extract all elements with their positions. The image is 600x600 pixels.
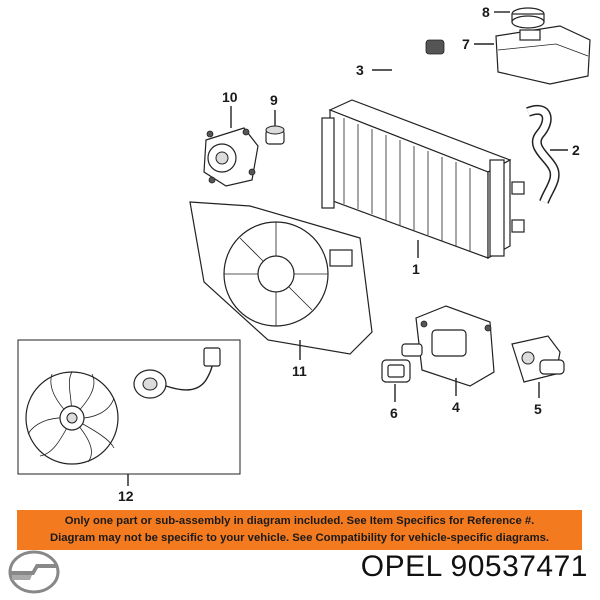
- upper-hose-part: [377, 39, 445, 111]
- disclaimer-line-1: Only one part or sub-assembly in diagram…: [64, 515, 535, 527]
- radiator-part: [321, 99, 525, 260]
- reservoir-cap-part: [511, 7, 545, 29]
- callout-4: 4: [452, 399, 460, 415]
- callout-9: 9: [270, 92, 278, 108]
- part-number-title: OPEL 90537471: [360, 550, 588, 583]
- fan-motor: [133, 369, 167, 399]
- callout-11: 11: [292, 363, 307, 379]
- callout-1: 1: [412, 261, 420, 277]
- callout-3: 3: [356, 62, 364, 78]
- water-pump-part: [203, 127, 259, 187]
- opel-lightning-ring-icon: [8, 550, 60, 594]
- lower-hose-part: [526, 105, 560, 204]
- callout-6: 6: [390, 405, 398, 421]
- callout-10: 10: [222, 89, 238, 105]
- fan-shroud-part: [189, 201, 373, 355]
- callout-12: 12: [118, 488, 134, 504]
- fan-assembly-box: [17, 339, 241, 475]
- callout-5: 5: [534, 401, 542, 417]
- callout-2: 2: [572, 142, 580, 158]
- motor-connector: [203, 347, 221, 367]
- coolant-reservoir-part: [495, 25, 591, 85]
- disclaimer-banner: Only one part or sub-assembly in diagram…: [17, 510, 582, 550]
- pump-seal-part: [265, 125, 285, 145]
- thermostat-housing-part: [401, 305, 495, 387]
- coolant-outlet-part: [511, 335, 565, 383]
- callout-7: 7: [462, 36, 470, 52]
- disclaimer-line-2: Diagram may not be specific to your vehi…: [49, 532, 550, 544]
- gasket-part: [381, 359, 411, 383]
- callout-8: 8: [482, 4, 490, 20]
